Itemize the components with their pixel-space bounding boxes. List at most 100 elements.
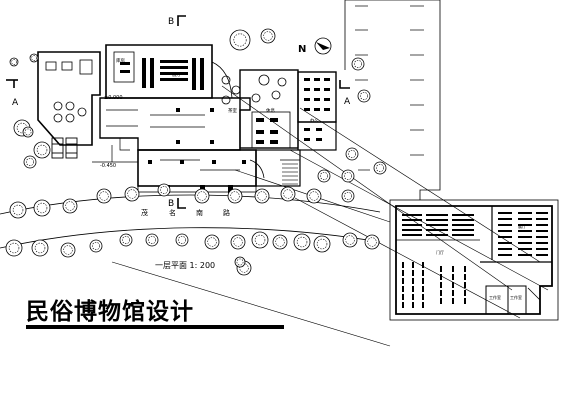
room-label-office: 办公 bbox=[310, 117, 319, 124]
inset-display-cases bbox=[402, 212, 548, 308]
tree-icon bbox=[345, 147, 359, 161]
section-label-a-left: A bbox=[12, 98, 19, 108]
tree-icon bbox=[364, 234, 380, 250]
tree-icon bbox=[260, 28, 276, 44]
inset-case bbox=[498, 212, 512, 214]
inset-case bbox=[412, 270, 414, 276]
inset-case bbox=[402, 219, 422, 221]
section-marker-b-bottom bbox=[177, 198, 186, 209]
title-underline bbox=[26, 325, 284, 329]
tree-icon bbox=[272, 234, 288, 250]
page-title: 民俗博物馆设计 bbox=[26, 299, 194, 325]
inset-case bbox=[402, 294, 404, 300]
inset-case bbox=[452, 214, 474, 216]
building-outline bbox=[37, 44, 337, 193]
tree-icon bbox=[96, 188, 112, 204]
inset-case bbox=[412, 278, 414, 284]
inset-case bbox=[426, 224, 448, 226]
inset-case bbox=[422, 294, 424, 300]
tree-icon bbox=[306, 188, 322, 204]
inset-case bbox=[452, 274, 454, 280]
inset-case bbox=[452, 229, 474, 231]
tree-icon bbox=[341, 189, 355, 203]
tree-icon bbox=[373, 161, 387, 175]
inset-label-hall: 展厅 bbox=[518, 223, 526, 229]
section-marker-a-right bbox=[339, 80, 350, 89]
room-labels: 库房 展厅 茶室 办公 休息 bbox=[116, 57, 319, 124]
inset-case bbox=[536, 242, 548, 244]
tree-icon bbox=[33, 141, 51, 159]
inset-case bbox=[464, 274, 466, 280]
tree-icon bbox=[251, 231, 269, 249]
inset-case bbox=[426, 214, 448, 216]
room-label-lounge: 休息 bbox=[266, 107, 275, 114]
inset-case bbox=[426, 229, 448, 231]
inset-case bbox=[412, 286, 414, 292]
road-name: 茂 名 南 路 bbox=[141, 208, 230, 217]
neighbour-hatching bbox=[355, 5, 424, 171]
tree-icon bbox=[9, 57, 19, 67]
inset-case bbox=[518, 218, 532, 220]
inset-case bbox=[536, 230, 548, 232]
inset-case bbox=[536, 212, 548, 214]
tree-icon bbox=[341, 169, 355, 183]
inset-case bbox=[536, 248, 548, 250]
inset-case bbox=[402, 214, 422, 216]
tree-icon bbox=[230, 234, 246, 250]
inset-case bbox=[518, 236, 532, 238]
tree-icon bbox=[9, 201, 27, 219]
tree-icon bbox=[313, 235, 331, 253]
inset-case bbox=[464, 282, 466, 288]
tree-icon bbox=[254, 188, 270, 204]
plan-caption: 一层平面 1: 200 bbox=[155, 261, 215, 270]
tree-icon bbox=[89, 239, 103, 253]
tree-icon bbox=[227, 188, 243, 204]
tree-icon bbox=[119, 233, 133, 247]
parking-cars bbox=[51, 137, 78, 159]
inset-case bbox=[498, 218, 512, 220]
inset-case bbox=[498, 248, 512, 250]
inset-case bbox=[440, 282, 442, 288]
room-label-exhibition: 展厅 bbox=[172, 72, 181, 78]
inset-case bbox=[452, 282, 454, 288]
inset-case bbox=[536, 218, 548, 220]
inset-label-lobby: 门厅 bbox=[436, 249, 444, 255]
inset-label-work-1: 工作室 bbox=[489, 294, 501, 300]
inset-case bbox=[464, 298, 466, 304]
inset-case bbox=[412, 302, 414, 308]
tree-icon bbox=[5, 239, 23, 257]
inset-case bbox=[498, 224, 512, 226]
inset-case bbox=[440, 290, 442, 296]
inset-case bbox=[518, 230, 532, 232]
north-label: N bbox=[298, 44, 306, 55]
tree-icon bbox=[342, 232, 358, 248]
tree-icon bbox=[357, 89, 371, 103]
tree-icon bbox=[23, 155, 37, 169]
level-main: ±0.000 bbox=[104, 95, 123, 101]
site-boundary bbox=[344, 0, 441, 200]
tree-icon bbox=[33, 199, 51, 217]
inset-case bbox=[412, 294, 414, 300]
inset-case bbox=[402, 270, 404, 276]
tree-icon bbox=[175, 233, 189, 247]
tree-icon bbox=[204, 234, 220, 250]
inset-case bbox=[498, 254, 512, 256]
tree-icon bbox=[157, 183, 171, 197]
inset-case bbox=[412, 262, 414, 268]
inset-case bbox=[426, 219, 448, 221]
tree-icon bbox=[31, 239, 49, 257]
section-label-b-bottom: B bbox=[168, 199, 174, 209]
inset-case bbox=[402, 229, 422, 231]
inset-case bbox=[422, 286, 424, 292]
inset-case bbox=[440, 274, 442, 280]
inset-case bbox=[452, 219, 474, 221]
inset-case bbox=[464, 266, 466, 272]
detail-inset: 展厅 门厅 工作室 工作室 bbox=[389, 199, 559, 321]
inset-case bbox=[452, 290, 454, 296]
tree-icon bbox=[280, 186, 296, 202]
inset-case bbox=[498, 236, 512, 238]
inset-case bbox=[498, 242, 512, 244]
inset-case bbox=[518, 212, 532, 214]
tree-icon bbox=[351, 57, 365, 71]
